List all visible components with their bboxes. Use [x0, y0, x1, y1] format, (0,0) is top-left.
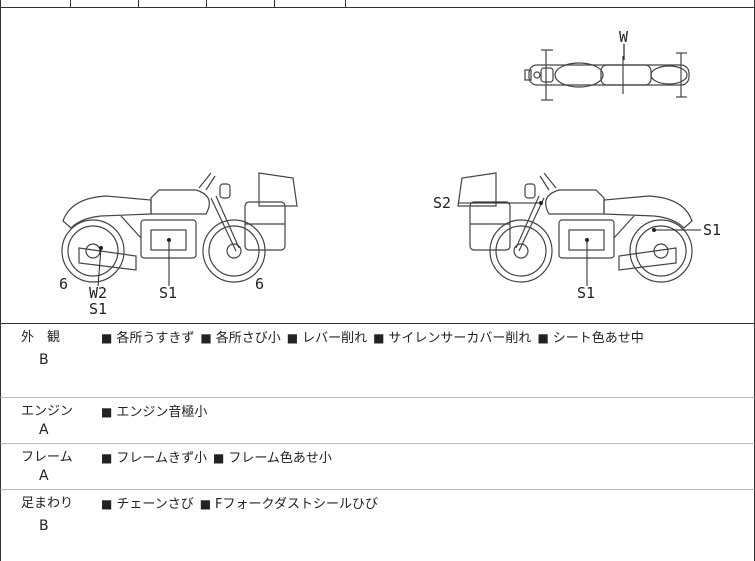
label-left-6a: 6	[59, 275, 68, 293]
row-grade: B	[39, 518, 49, 534]
condition-item: チェーンさび	[116, 497, 194, 512]
motorcycle-right-view	[457, 172, 693, 283]
row-category: エンジン	[21, 404, 74, 419]
condition-item: 各所うすきず	[116, 331, 195, 346]
condition-item: サイレンサーカバー削れ	[388, 331, 532, 346]
condition-item: フレームきず小	[116, 451, 207, 466]
condition-row-engine: エンジン A ■エンジン音極小	[0, 398, 755, 444]
bullet-square: ■	[212, 451, 225, 465]
bullet-square: ■	[101, 497, 113, 511]
row-items: ■各所うすきず■各所さび小■レバー削れ■サイレンサーカバー削れ■シート色あせ中	[101, 329, 650, 348]
label-left-s1a: S1	[89, 300, 107, 318]
label-left-w2: W2	[89, 284, 107, 302]
condition-item: Fフォークダストシールひび	[215, 497, 379, 512]
bullet-square: ■	[200, 331, 212, 345]
bullet-square: ■	[286, 331, 299, 345]
row-category: 足まわり	[21, 496, 74, 511]
row-grade: B	[39, 352, 49, 368]
label-right-s1b: S1	[577, 284, 595, 302]
bullet-square: ■	[101, 405, 113, 419]
label-right-s2: S2	[433, 194, 451, 212]
bullet-square: ■	[199, 497, 212, 511]
row-items: ■フレームきず小■フレーム色あせ小	[101, 449, 338, 468]
bullet-square: ■	[537, 331, 549, 345]
condition-item: レバー削れ	[302, 331, 368, 346]
condition-item: フレーム色あせ小	[228, 451, 332, 466]
bullet-square: ■	[373, 331, 385, 345]
bullet-square: ■	[101, 331, 113, 345]
label-left-s1b: S1	[159, 284, 177, 302]
condition-row-exterior: 外 観 B ■各所うすきず■各所さび小■レバー削れ■サイレンサーカバー削れ■シー…	[0, 324, 755, 398]
label-top-w: W	[619, 28, 629, 46]
row-category: 外 観	[21, 330, 61, 345]
damage-diagram: W 6 W2 S1 S1 6 S2 S1 S1	[0, 8, 755, 324]
row-grade: A	[39, 468, 49, 484]
label-right-s1a: S1	[703, 221, 721, 239]
bullet-square: ■	[101, 451, 113, 465]
row-items: ■エンジン音極小	[101, 403, 213, 422]
label-left-6b: 6	[255, 275, 264, 293]
row-category: フレーム	[21, 450, 73, 465]
condition-item: シート色あせ中	[552, 331, 644, 346]
condition-item: 各所さび小	[215, 331, 281, 346]
row-items: ■チェーンさび■Fフォークダストシールひび	[101, 495, 384, 514]
motorcycle-left-view	[61, 172, 298, 283]
condition-item: エンジン音極小	[116, 405, 208, 420]
condition-row-frame: フレーム A ■フレームきず小■フレーム色あせ小	[0, 444, 755, 490]
motorcycle-top-view	[524, 49, 690, 101]
table-top-strip	[0, 0, 755, 8]
condition-row-chassis: 足まわり B ■チェーンさび■Fフォークダストシールひび	[0, 490, 755, 561]
row-grade: A	[39, 422, 49, 438]
